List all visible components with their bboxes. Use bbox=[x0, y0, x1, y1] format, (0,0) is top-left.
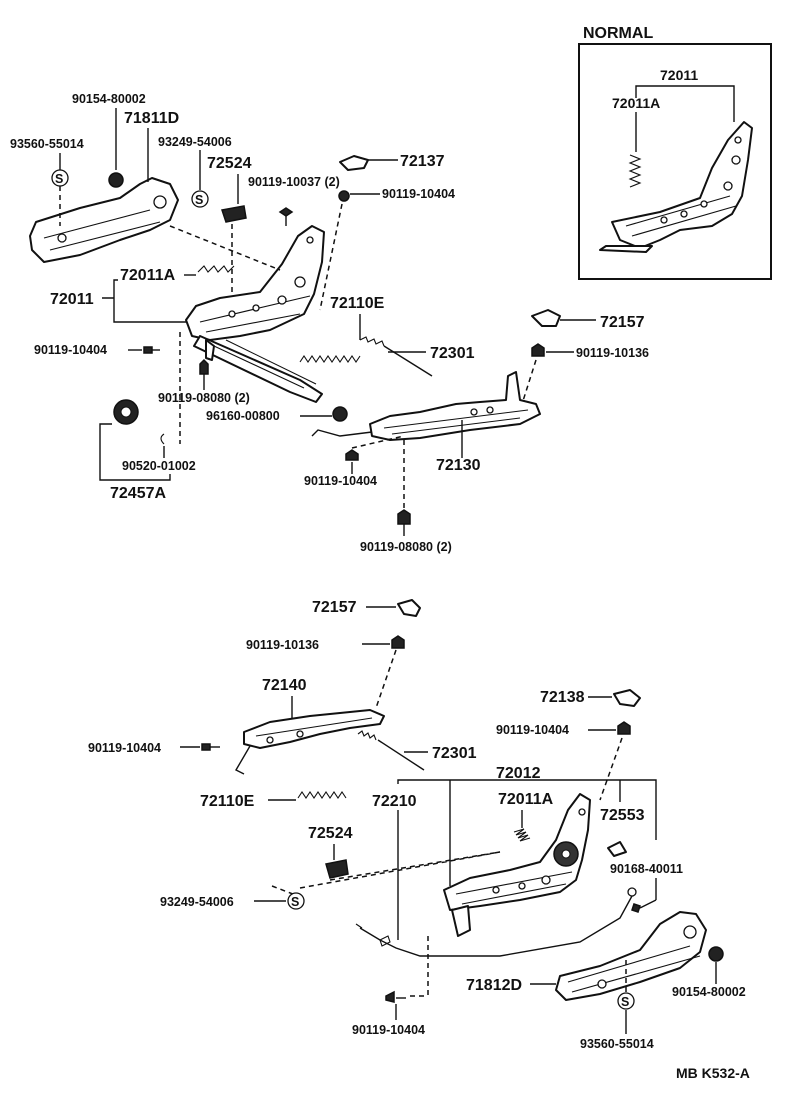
label-90119-10404-upper: 90119-10404 bbox=[382, 187, 455, 201]
label-72011: 72011 bbox=[50, 291, 94, 308]
label-90168-40011: 90168-40011 bbox=[610, 862, 683, 876]
seat-cover-71811D bbox=[29, 177, 179, 263]
lever-cap-72138 bbox=[613, 689, 641, 707]
label-72138: 72138 bbox=[540, 689, 585, 706]
s-mark-text: S bbox=[55, 172, 63, 186]
inset-title: NORMAL bbox=[583, 25, 653, 42]
label-93249-54006-upper: 93249-54006 bbox=[158, 135, 232, 149]
label-72157-lower: 72157 bbox=[312, 599, 357, 616]
label-72553: 72553 bbox=[600, 807, 645, 824]
label-72012: 72012 bbox=[496, 765, 541, 782]
label-96160-00800: 96160-00800 bbox=[206, 409, 280, 423]
screw-cap-lower bbox=[708, 946, 724, 962]
label-90119-10404-left: 90119-10404 bbox=[34, 343, 107, 357]
lever-cap-72157-upper bbox=[531, 309, 561, 327]
label-72130: 72130 bbox=[436, 457, 481, 474]
seat-adjuster-72011 bbox=[185, 225, 325, 403]
label-72524-lower: 72524 bbox=[308, 825, 353, 842]
label-72157-upper: 72157 bbox=[600, 314, 645, 331]
s-mark-icon bbox=[287, 892, 305, 910]
bracket-72553 bbox=[607, 841, 627, 857]
label-93249-54006-lower: 93249-54006 bbox=[160, 895, 234, 909]
inset-label-72011: 72011 bbox=[660, 67, 698, 83]
s-mark-icon bbox=[617, 992, 635, 1010]
s-mark-icon bbox=[191, 190, 209, 208]
label-72524-upper: 72524 bbox=[207, 155, 252, 172]
s-mark-text: S bbox=[621, 995, 629, 1009]
label-90119-10136-upper: 90119-10136 bbox=[576, 346, 649, 360]
spring-72301-lower bbox=[357, 730, 377, 741]
spring-72110E-upper bbox=[299, 355, 361, 363]
label-90154-80002-upper: 90154-80002 bbox=[72, 92, 146, 106]
label-72301-upper: 72301 bbox=[430, 345, 475, 362]
knob-72457A bbox=[113, 399, 139, 425]
inset-label-72011A: 72011A bbox=[612, 95, 660, 111]
s-mark-text: S bbox=[195, 193, 203, 207]
label-72301-lower: 72301 bbox=[432, 745, 477, 762]
label-93560-55014-upper: 93560-55014 bbox=[10, 137, 84, 151]
lock-clip-72524-lower bbox=[325, 859, 349, 879]
label-90119-08080-upper: 90119-08080 (2) bbox=[158, 391, 250, 405]
label-90119-08080-lower: 90119-08080 (2) bbox=[360, 540, 452, 554]
inset-seat-adjuster bbox=[611, 121, 753, 249]
nut-96160 bbox=[332, 406, 348, 422]
seat-track-72130 bbox=[311, 371, 541, 441]
label-72210: 72210 bbox=[372, 793, 417, 810]
s-mark-text: S bbox=[291, 895, 299, 909]
seat-adjuster-72012 bbox=[443, 793, 591, 937]
label-72110E-upper: 72110E bbox=[330, 295, 385, 312]
label-90119-10404-lower-right: 90119-10404 bbox=[496, 723, 569, 737]
label-72011A: 72011A bbox=[120, 267, 176, 284]
lock-clip-72524-upper bbox=[221, 205, 247, 223]
footer-code: MB K532-A bbox=[676, 1065, 750, 1081]
label-90119-10037: 90119-10037 (2) bbox=[248, 175, 340, 189]
label-90520-01002: 90520-01002 bbox=[122, 459, 196, 473]
label-72137: 72137 bbox=[400, 153, 445, 170]
seat-cover-71812D bbox=[555, 911, 707, 1001]
label-90119-10404-bottom: 90119-10404 bbox=[352, 1023, 425, 1037]
lever-cap-72157-lower bbox=[397, 599, 421, 617]
label-72011A-lower: 72011A bbox=[498, 791, 554, 808]
lever-cap-72137 bbox=[339, 155, 369, 171]
label-90119-10404-lower-left: 90119-10404 bbox=[88, 741, 161, 755]
label-72140: 72140 bbox=[262, 677, 307, 694]
label-90119-10136-lower: 90119-10136 bbox=[246, 638, 319, 652]
label-71812D: 71812D bbox=[466, 977, 522, 994]
label-90154-80002-lower: 90154-80002 bbox=[672, 985, 746, 999]
label-72110E-lower: 72110E bbox=[200, 793, 255, 810]
seat-track-72140 bbox=[235, 709, 385, 775]
normal-inset: NORMAL 72011 72011A bbox=[578, 25, 772, 280]
label-93560-55014-lower: 93560-55014 bbox=[580, 1037, 654, 1051]
label-72457A: 72457A bbox=[110, 485, 166, 502]
label-90119-10404-mid: 90119-10404 bbox=[304, 474, 377, 488]
label-71811D: 71811D bbox=[124, 110, 179, 127]
spring-72110E-lower bbox=[297, 791, 347, 799]
spring-72301-upper bbox=[359, 336, 385, 347]
cable-72210 bbox=[359, 895, 633, 957]
screw-cap-upper bbox=[108, 172, 124, 188]
